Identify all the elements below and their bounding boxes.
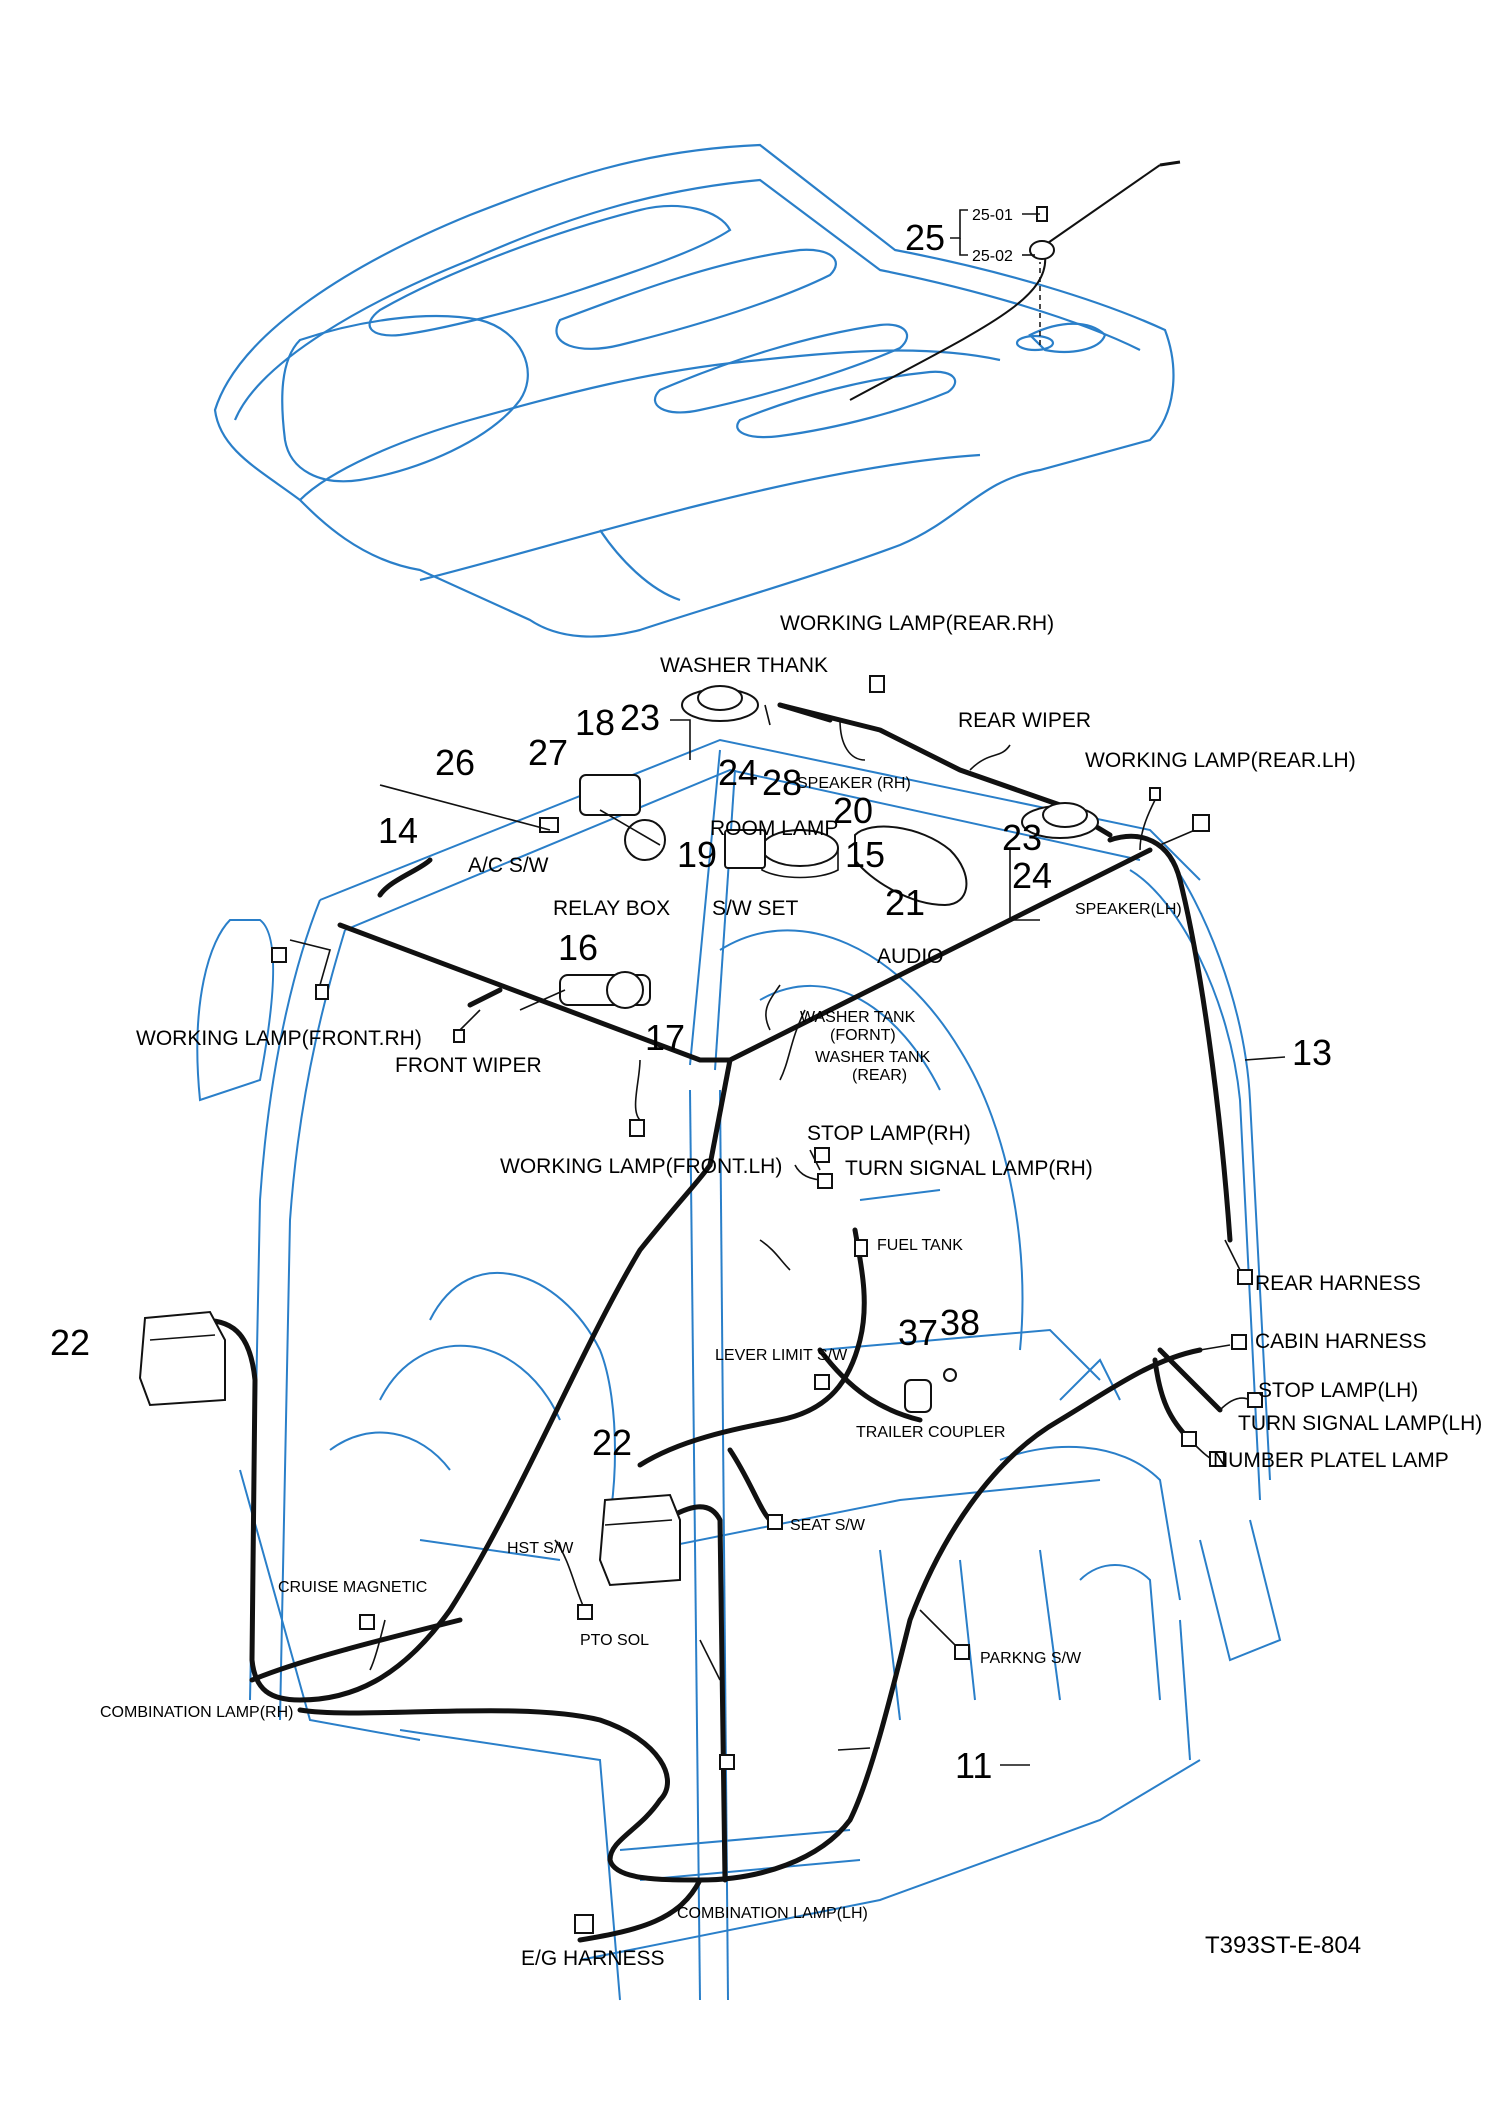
label-fuel-tank: FUEL TANK	[877, 1237, 963, 1254]
antenna	[849, 160, 1181, 401]
label-pto-sol: PTO SOL	[580, 1632, 649, 1649]
lamp-22-center	[598, 1493, 681, 1587]
label-audio: AUDIO	[877, 945, 944, 968]
label-parkng-sw: PARKNG S/W	[980, 1650, 1082, 1667]
callout-13: 13	[1292, 1032, 1332, 1073]
label-washer-tank-rear-l2: (REAR)	[852, 1067, 907, 1084]
callout-27: 27	[528, 732, 568, 773]
label-washer-tank-front-l1: WASHER TANK	[800, 1009, 916, 1026]
callout-26: 26	[435, 742, 475, 783]
label-stop-lamp-rh: STOP LAMP(RH)	[807, 1122, 971, 1145]
label-washer-tank-rear-l1: WASHER TANK	[815, 1049, 931, 1066]
drawing-code: T393ST-E-804	[1205, 1932, 1361, 1959]
callout-23b: 23	[1002, 817, 1042, 858]
speaker-lh	[1021, 802, 1099, 839]
callout-24b: 24	[1012, 855, 1052, 896]
harness-11-floor	[197, 1057, 1223, 1943]
label-eg-harness: E/G HARNESS	[521, 1947, 665, 1970]
label-trailer-coupler: TRAILER COUPLER	[856, 1424, 1005, 1441]
callout-20: 20	[833, 790, 873, 831]
callout-21: 21	[885, 882, 925, 923]
label-rear-harness: REAR HARNESS	[1255, 1272, 1421, 1295]
label-sw-set: S/W SET	[712, 897, 799, 920]
label-speaker-lh: SPEAKER(LH)	[1075, 901, 1182, 918]
label-hst-sw: HST S/W	[507, 1540, 574, 1557]
label-stop-lamp-lh: STOP LAMP(LH)	[1258, 1379, 1418, 1402]
callout-25: 25	[905, 217, 945, 258]
callout-38: 38	[940, 1302, 980, 1343]
callout-25-02: 25-02	[972, 248, 1013, 265]
label-speaker-rh: SPEAKER (RH)	[797, 775, 911, 792]
lamp-22-left	[138, 1310, 226, 1407]
callout-24a: 24	[718, 752, 758, 793]
label-working-lamp-rear-rh: WORKING LAMP(REAR.RH)	[780, 612, 1054, 635]
callout-22b: 22	[592, 1422, 632, 1463]
label-working-lamp-front-lh: WORKING LAMP(FRONT.LH)	[500, 1155, 782, 1178]
label-combination-lamp-lh: COMBINATION LAMP(LH)	[677, 1905, 868, 1922]
callout-22a: 22	[50, 1322, 90, 1363]
callout-25-01: 25-01	[972, 207, 1013, 224]
label-seat-sw: SEAT S/W	[790, 1517, 866, 1534]
label-ac-sw: A/C S/W	[468, 854, 549, 877]
callout-37: 37	[898, 1312, 938, 1353]
label-turn-signal-lamp-lh: TURN SIGNAL LAMP(LH)	[1238, 1412, 1482, 1435]
harness-labels: WORKING LAMP(REAR.RH) WASHER THANK REAR …	[100, 612, 1482, 1970]
label-turn-signal-lamp-rh: TURN SIGNAL LAMP(RH)	[845, 1157, 1093, 1180]
label-lever-limit-sw: LEVER LIMIT S/W	[715, 1347, 848, 1364]
label-leaders	[670, 209, 1286, 1766]
label-washer-thank: WASHER THANK	[660, 654, 828, 677]
front-wiper-motor-16	[519, 971, 651, 1011]
callout-28: 28	[762, 762, 802, 803]
label-relay-box: RELAY BOX	[553, 897, 670, 920]
harness-13-rear	[727, 702, 1233, 1243]
label-cabin-harness: CABIN HARNESS	[1255, 1330, 1427, 1353]
callout-numbers: 25 25-01 25-02 23 18 27 26 24 28 20 15 2…	[50, 207, 1332, 1786]
label-working-lamp-rear-lh: WORKING LAMP(REAR.LH)	[1085, 749, 1356, 772]
callout-16: 16	[558, 927, 598, 968]
label-combination-lamp-rh: COMBINATION LAMP(RH)	[100, 1704, 293, 1721]
callout-17: 17	[645, 1017, 685, 1058]
component-37-38	[904, 1368, 957, 1413]
sw-set-19	[724, 829, 766, 869]
label-cruise-magnetic: CRUISE MAGNETIC	[278, 1579, 427, 1596]
label-number-platel-lamp: NUMBER PLATEL LAMP	[1213, 1449, 1449, 1472]
label-front-wiper: FRONT WIPER	[395, 1054, 542, 1077]
callout-23a: 23	[620, 697, 660, 738]
callout-18: 18	[575, 702, 615, 743]
callout-15: 15	[845, 834, 885, 875]
harness-14-upper-front	[337, 857, 733, 1063]
callout-19: 19	[677, 834, 717, 875]
callout-11: 11	[955, 1745, 992, 1786]
room-lamp-20	[854, 825, 968, 907]
antenna-lead-26	[379, 784, 551, 831]
cabin-roof	[213, 143, 1175, 638]
callout-14: 14	[378, 810, 418, 851]
label-working-lamp-front-rh: WORKING LAMP(FRONT.RH)	[136, 1027, 422, 1050]
label-room-lamp: ROOM LAMP	[710, 817, 838, 840]
cabin-frame	[196, 738, 1282, 2001]
speaker-rh	[681, 685, 759, 722]
connectors	[271, 675, 1263, 1934]
rear-wiper-motor-18	[579, 774, 666, 861]
label-rear-wiper: REAR WIPER	[958, 709, 1091, 732]
label-washer-tank-front-l2: (FORNT)	[830, 1027, 896, 1044]
